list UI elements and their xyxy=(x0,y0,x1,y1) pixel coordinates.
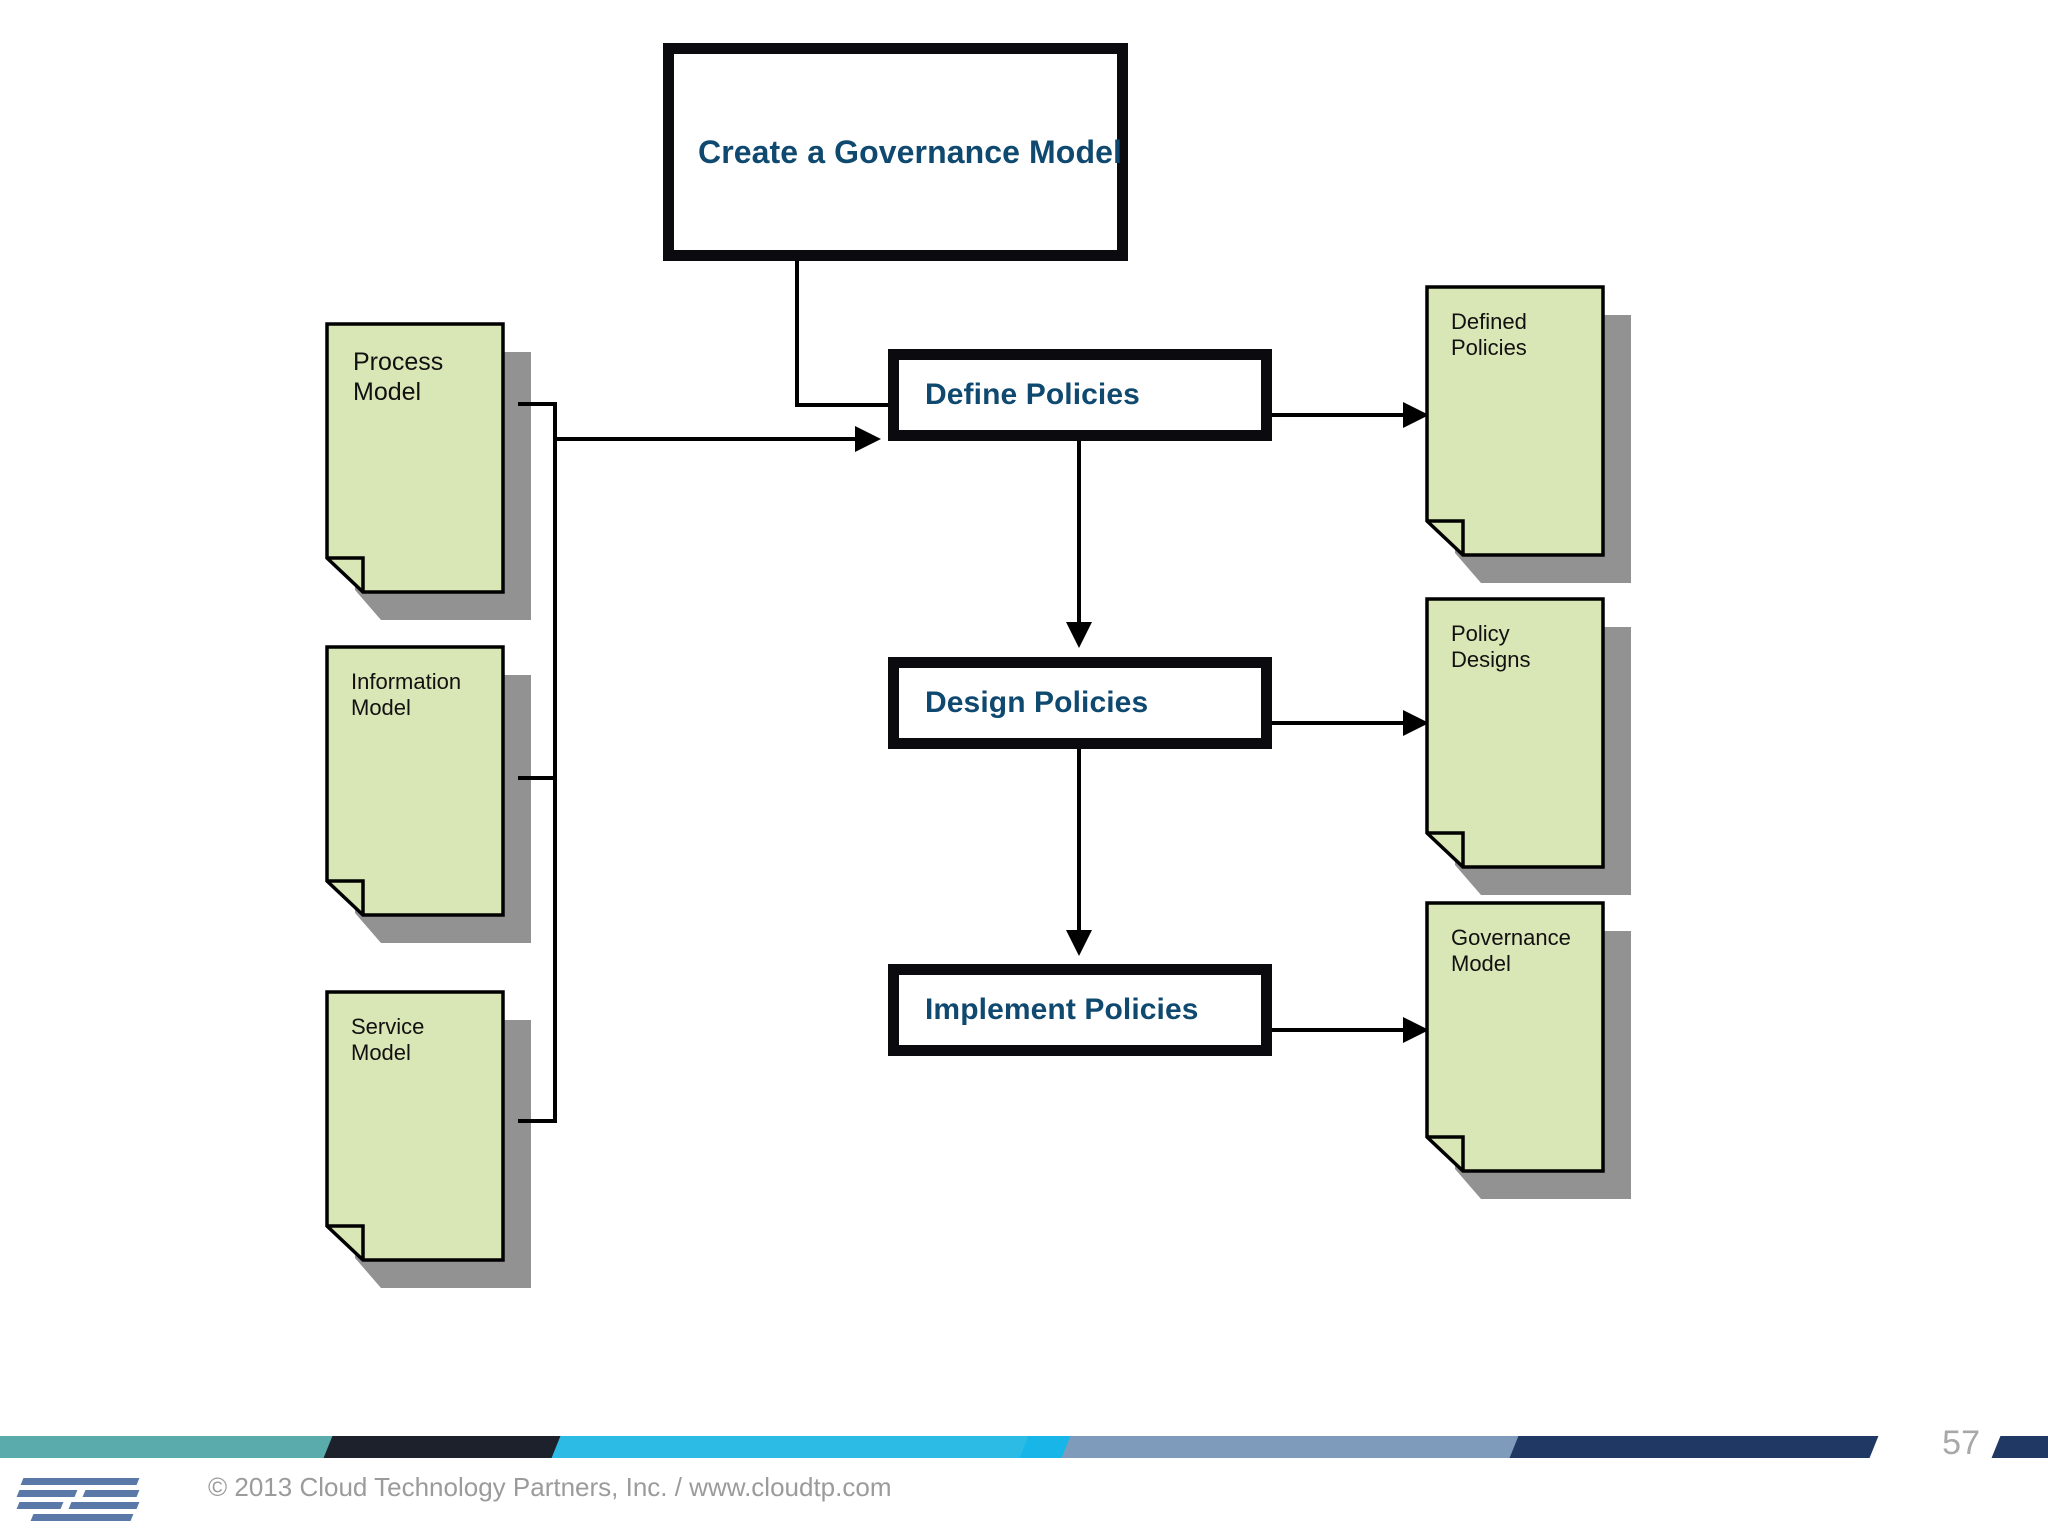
arrowhead-define-to-defined-policies xyxy=(1403,402,1429,428)
page-number: 57 xyxy=(1942,1424,1980,1462)
connector-governance-to-define-vertical xyxy=(795,261,799,407)
document-label: Information Model xyxy=(351,669,462,720)
connector-implement-to-governance-model xyxy=(1272,1028,1408,1032)
document-shape-icon xyxy=(325,990,531,1288)
stripe-segment-dark xyxy=(323,1436,563,1458)
connector-define-to-defined-policies xyxy=(1272,413,1408,417)
stripe-segment-cyan xyxy=(551,1436,1031,1458)
document-shape-icon xyxy=(1425,901,1631,1199)
document-shape-icon xyxy=(1425,597,1631,895)
document-governance-model[interactable]: Governance Model xyxy=(1425,901,1631,1199)
document-shape-icon xyxy=(325,322,531,620)
arrowhead-define-to-design xyxy=(1066,622,1092,648)
process-box-label: Implement Policies xyxy=(925,993,1199,1026)
process-box-label: Define Policies xyxy=(925,378,1140,411)
process-box-design-policies[interactable]: Design Policies xyxy=(888,657,1272,749)
stripe-segment-teal xyxy=(0,1436,335,1458)
document-label: Defined Policies xyxy=(1451,309,1527,360)
stripe-segment-navy xyxy=(1509,1436,1879,1458)
process-box-label: Create a Governance Model xyxy=(698,133,1122,170)
connector-design-to-implement xyxy=(1077,749,1081,935)
process-box-create-governance-model[interactable]: Create a Governance Model xyxy=(663,43,1128,261)
document-shape-icon xyxy=(325,645,531,943)
document-information-model[interactable]: Information Model xyxy=(325,645,531,943)
connector-service-model-stub xyxy=(518,1119,557,1123)
document-label: Service Model xyxy=(351,1014,425,1065)
arrowhead-implement-to-governance-model xyxy=(1403,1017,1429,1043)
document-process-model[interactable]: Process Model xyxy=(325,322,531,620)
footer-stripe xyxy=(0,1436,2048,1458)
document-shape-icon xyxy=(1425,285,1631,583)
document-policy-designs[interactable]: Policy Designs xyxy=(1425,597,1631,895)
connector-information-model-stub xyxy=(518,776,557,780)
document-service-model[interactable]: Service Model xyxy=(325,990,531,1288)
process-box-implement-policies[interactable]: Implement Policies xyxy=(888,964,1272,1056)
arrowhead-design-to-implement xyxy=(1066,930,1092,956)
process-box-define-policies[interactable]: Define Policies xyxy=(888,349,1272,441)
stripe-segment-navy-right xyxy=(1991,1436,2048,1458)
document-label: Process Model xyxy=(353,348,444,406)
document-label: Governance Model xyxy=(1451,925,1571,976)
cloudtp-logo xyxy=(16,1478,150,1522)
arrowhead-design-to-policy-designs xyxy=(1403,710,1429,736)
connector-bus-to-define-horizontal xyxy=(553,437,860,441)
process-box-label: Design Policies xyxy=(925,686,1149,719)
connector-process-model-stub xyxy=(518,402,557,406)
connector-design-to-policy-designs xyxy=(1272,721,1408,725)
document-defined-policies[interactable]: Defined Policies xyxy=(1425,285,1631,583)
connector-governance-to-define-horizontal xyxy=(795,403,890,407)
connector-define-to-design xyxy=(1077,441,1081,627)
footer-copyright: © 2013 Cloud Technology Partners, Inc. /… xyxy=(208,1472,892,1502)
arrowhead-bus-to-define xyxy=(855,426,881,452)
document-label: Policy Designs xyxy=(1451,621,1531,672)
stripe-segment-steel xyxy=(1061,1436,1521,1458)
connector-input-bus-vertical xyxy=(553,402,557,1123)
